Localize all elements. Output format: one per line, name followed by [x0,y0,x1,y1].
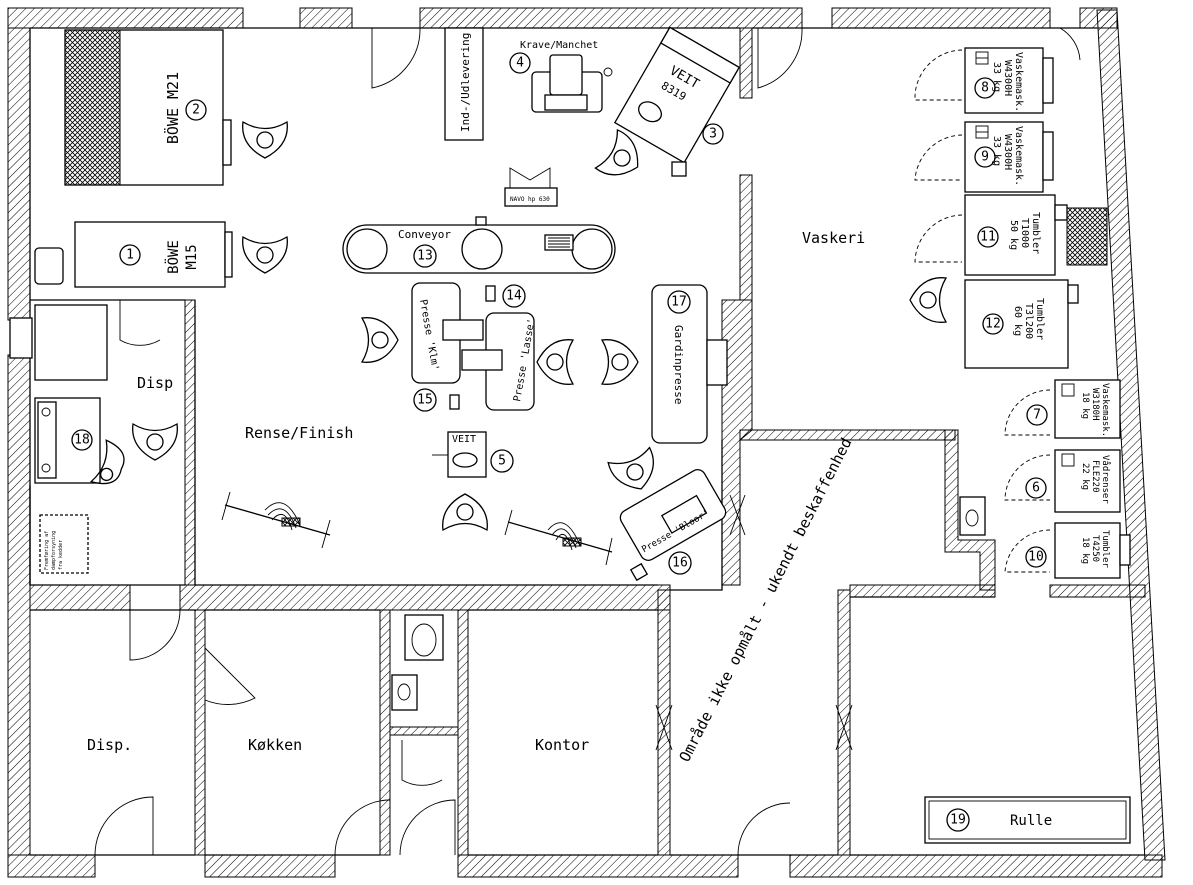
steam-sign: Fremføring af dampforsyning fra kedder [39,514,89,574]
room-kokken: Køkken [248,736,302,754]
conveyor-label: Conveyor [398,228,451,241]
machine-14-presse-lasse: Presse 'Lasse' 14 [461,284,538,411]
machine-17-gardinpresse: Gardinpresse 17 [651,284,728,444]
machine-12-number: 12 [985,317,1001,332]
machine-7: 7 Vaskemask. W3180H 18 kg [1026,379,1121,439]
machine-6-text-b: FLE220 [1090,460,1100,493]
navo-label: NAVO hp 630 [510,196,550,203]
wall-recess [9,317,33,359]
machine-2-bowe-m21: BÖWE M21 2 [64,29,232,186]
machine-3-veit-8319: VEIT 8319 [613,26,741,164]
machine-11-text-a: Tumbler [1030,212,1041,254]
navo-machine: NAVO hp 630 [504,167,558,207]
machine-9-text-a: Vaskemask. [1013,126,1024,186]
machine-1-text-b: M15 [184,244,200,269]
machine-6-text-a: Vådrenser [1100,455,1111,504]
veit-press-label: VEIT [452,434,476,445]
machine-8: 8 Vaskemask. W4300H 33 kg [964,47,1054,114]
machine-14-number: 14 [506,289,522,304]
cabinet [34,304,108,381]
machine-12: 12 Tumbler T3l200 60 kg [964,279,1079,369]
machine-7-text-c: 18 kg [1080,392,1090,419]
machine-18: 18 [34,397,101,484]
doors [94,27,1081,856]
machine-8-number: 8 [981,81,989,96]
machine-2-text: BÖWE M21 [163,72,182,144]
machine-16-foot [629,562,649,582]
machine-18-number: 18 [74,433,90,448]
machine-15-number: 15 [417,393,433,408]
machine-4-krave-manchet: Krave/Manchet 4 [509,40,613,113]
machine-19-number: 19 [950,813,966,828]
machine-1-bowe-m15: BÖWE M15 1 [74,221,233,288]
svg-text:Fremføring af: Fremføring af [44,531,50,570]
machine-2-number: 2 [192,103,200,118]
room-disp-upper: Disp [137,374,173,392]
machine-10-text-b: T4250 [1090,535,1100,562]
machine-11-number: 11 [980,230,996,245]
svg-text:dampforsyning: dampforsyning [51,531,57,570]
machine-7-text-b: W3180H [1090,388,1100,421]
machine-9-text-c: 33 kg [991,136,1002,166]
machine-5-veit: VEIT 5 [432,431,514,478]
machine-12-text-a: Tumbler [1034,298,1045,340]
machine-17-number: 17 [671,295,687,310]
machine-15-presse-klm: Presse 'Klm' 15 [411,282,484,412]
machine-10-text-a: Tumbler [1100,530,1110,569]
machine-7-text-a: Vaskemask. [1100,383,1110,437]
machine-3-number: 3 [709,127,717,142]
operator-chairs [89,120,948,532]
room-disp-lower: Disp. [87,736,132,754]
machine-3-foot [671,161,687,177]
machine-4-number: 4 [516,56,524,71]
machine-12-text-c: 60 kg [1012,306,1023,336]
machine-1-number: 1 [126,248,134,263]
machine-13-conveyor: Conveyor 13 [342,216,616,274]
machine-11: 11 Tumbler T1000 50 kg [964,194,1108,276]
machine-11-text-c: 50 kg [1008,220,1019,250]
room-kontor: Kontor [535,736,589,754]
machine-8-text-c: 33 kg [991,62,1002,92]
machine-9-text-b: W4300H [1002,134,1013,170]
machine-1-text-a: BÖWE [164,240,182,274]
machine-12-text-b: T3l200 [1023,303,1034,339]
sink [959,496,986,536]
machine-16-presse-bloor: Presse 'Bloor' [619,469,727,561]
machine-19-rulle: 19 Rulle [924,796,1131,844]
crossed-openings [655,494,853,751]
machine-6-text-c: 22 kg [1080,463,1090,490]
room-rense-finish: Rense/Finish [245,424,353,442]
machine-10-number: 10 [1028,550,1044,565]
machine-8-text-a: Vaskemask. [1013,52,1024,112]
clothes-rails [221,491,613,566]
ind-udlevering-label: Ind-/Udlevering [459,33,472,132]
machine-6: 6 Vådrenser FLE220 22 kg [1025,449,1121,513]
machine-9: 9 Vaskemask. W4300H 33 kg [964,121,1054,193]
rulle-label: Rulle [1010,813,1052,829]
machine-6-number: 6 [1032,481,1040,496]
ind-udlevering-counter: Ind-/Udlevering [444,27,484,141]
svg-text:fra kedder: fra kedder [58,540,64,570]
machine-13-number: 13 [417,249,433,264]
machine-11-text-b: T1000 [1019,218,1030,248]
room-outlines [29,27,1145,856]
machine-10-text-c: 18 kg [1080,537,1090,564]
bin [34,247,64,285]
krave-manchet-label: Krave/Manchet [520,40,598,51]
machine-17-text: Gardinpresse [672,325,685,404]
walls [7,7,1166,878]
machine-10: 10 Tumbler T4250 18 kg [1025,522,1131,579]
machine-8-text-b: W4300H [1002,60,1013,96]
machine-9-number: 9 [981,150,989,165]
room-vaskeri: Vaskeri [802,229,865,247]
machine-7-number: 7 [1033,408,1041,423]
toilet-fixtures [391,614,444,711]
machine-5-number: 5 [498,454,506,469]
machine-16-number: 16 [672,556,688,571]
